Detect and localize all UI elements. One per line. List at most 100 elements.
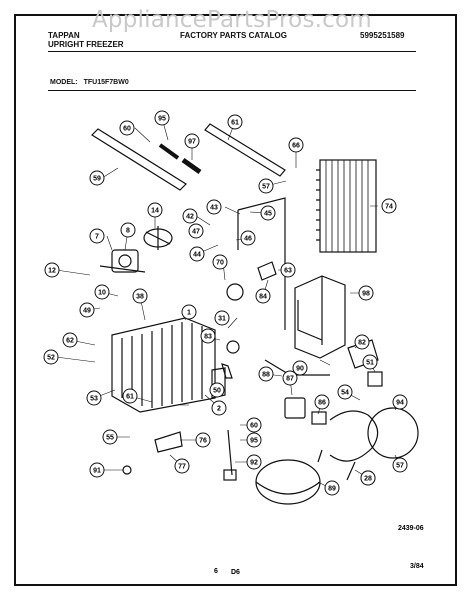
section-code: D6 [231, 569, 240, 576]
callout-number: 95 [158, 116, 166, 123]
header-rule [48, 51, 416, 52]
callout-number: 97 [188, 139, 196, 146]
catalog-title: FACTORY PARTS CATALOG [180, 31, 287, 40]
callout-bubble [255, 288, 271, 304]
revision-date: 3/84 [410, 563, 424, 570]
callout-bubble [195, 432, 211, 448]
callout-bubble [174, 458, 190, 474]
callout-number: 2 [217, 406, 221, 413]
callout-bubble [122, 388, 138, 404]
callout-bubble [354, 334, 370, 350]
callout-bubble [209, 382, 225, 398]
callout-bubble [120, 222, 136, 238]
callout-number: 61 [231, 120, 239, 127]
callout-bubble [79, 302, 95, 318]
callout-number: 12 [48, 268, 56, 275]
callout-number: 43 [210, 205, 218, 212]
brand-label: TAPPAN [48, 31, 80, 40]
callout-number: 51 [366, 360, 374, 367]
callout-bubble [62, 332, 78, 348]
callout-number: 82 [358, 340, 366, 347]
condenser-coil [316, 159, 377, 253]
callout-bubble [44, 262, 60, 278]
callout-number: 98 [362, 291, 370, 298]
bracket-right [204, 123, 286, 177]
callout-number: 91 [93, 468, 101, 475]
callout-number: 87 [286, 376, 294, 383]
callout-bubble [280, 262, 296, 278]
relay [284, 397, 306, 419]
callout-bubble [360, 470, 376, 486]
callout-number: 86 [318, 400, 326, 407]
model-rule [48, 90, 416, 91]
callout-bubble [392, 457, 408, 473]
callout-bubble [282, 370, 298, 386]
callout-bubble [381, 198, 397, 214]
callout-bubble [214, 310, 230, 326]
callout-bubble [89, 462, 105, 478]
model-line: MODEL:TFU15F7BW0 [50, 79, 129, 86]
bracket-left [91, 128, 187, 191]
callout-bubble [246, 417, 262, 433]
callout-number: 83 [204, 334, 212, 341]
callout-bubble [358, 285, 374, 301]
callout-number: 55 [106, 435, 114, 442]
callout-bubble [182, 208, 198, 224]
callout-number: 49 [83, 308, 91, 315]
callout-number: 42 [186, 214, 194, 221]
callout-bubble [200, 328, 216, 344]
drawing-number: 2439-06 [398, 525, 424, 532]
callout-number: 47 [192, 229, 200, 236]
callout-number: 63 [284, 268, 292, 275]
callout-number: 8 [126, 228, 130, 235]
callout-bubble [260, 205, 276, 221]
callout-bubble [258, 366, 274, 382]
callout-bubble [94, 284, 110, 300]
callout-number: 59 [93, 176, 101, 183]
callout-number: 76 [199, 438, 207, 445]
callout-number: 1 [187, 310, 191, 317]
watermark: AppliancePartsPros.com [92, 7, 372, 33]
product-label: UPRIGHT FREEZER [48, 40, 124, 49]
model-label: MODEL: [50, 79, 78, 86]
callout-bubble [181, 304, 197, 320]
callout-number: 88 [262, 372, 270, 379]
callout-bubble [154, 110, 170, 126]
callout-number: 92 [250, 460, 258, 467]
callout-bubble [246, 432, 262, 448]
callout-number: 62 [66, 338, 74, 345]
callout-number: 45 [264, 211, 272, 218]
callout-number: 60 [123, 126, 131, 133]
callout-bubble [43, 349, 59, 365]
callout-bubble [119, 120, 135, 136]
callout-number: 28 [364, 476, 372, 483]
callout-bubble [288, 137, 304, 153]
callout-number: 53 [90, 396, 98, 403]
callout-bubble [188, 223, 204, 239]
callout-bubble [211, 400, 227, 416]
callout-number: 84 [259, 294, 267, 301]
callout-bubble [89, 170, 105, 186]
callout-number: 94 [396, 400, 404, 407]
callout-number: 57 [262, 184, 270, 191]
callout-bubble [392, 394, 408, 410]
callout-bubble [147, 202, 163, 218]
callout-number: 77 [178, 464, 186, 471]
callout-number: 66 [292, 143, 300, 150]
callout-bubble [189, 246, 205, 262]
page-number: 6 [214, 568, 218, 575]
callout-number: 61 [126, 394, 134, 401]
callout-bubble [292, 360, 308, 376]
callout-bubble [246, 454, 262, 470]
callout-number: 74 [385, 204, 393, 211]
callout-bubble [132, 288, 148, 304]
callout-number: 54 [341, 390, 349, 397]
callout-number: 57 [396, 463, 404, 470]
compressor [255, 459, 321, 505]
callout-bubble [362, 354, 378, 370]
callout-number: 38 [136, 294, 144, 301]
callout-number: 7 [95, 234, 99, 241]
catalog-code: 5995251589 [360, 31, 405, 40]
control-box [294, 275, 346, 359]
